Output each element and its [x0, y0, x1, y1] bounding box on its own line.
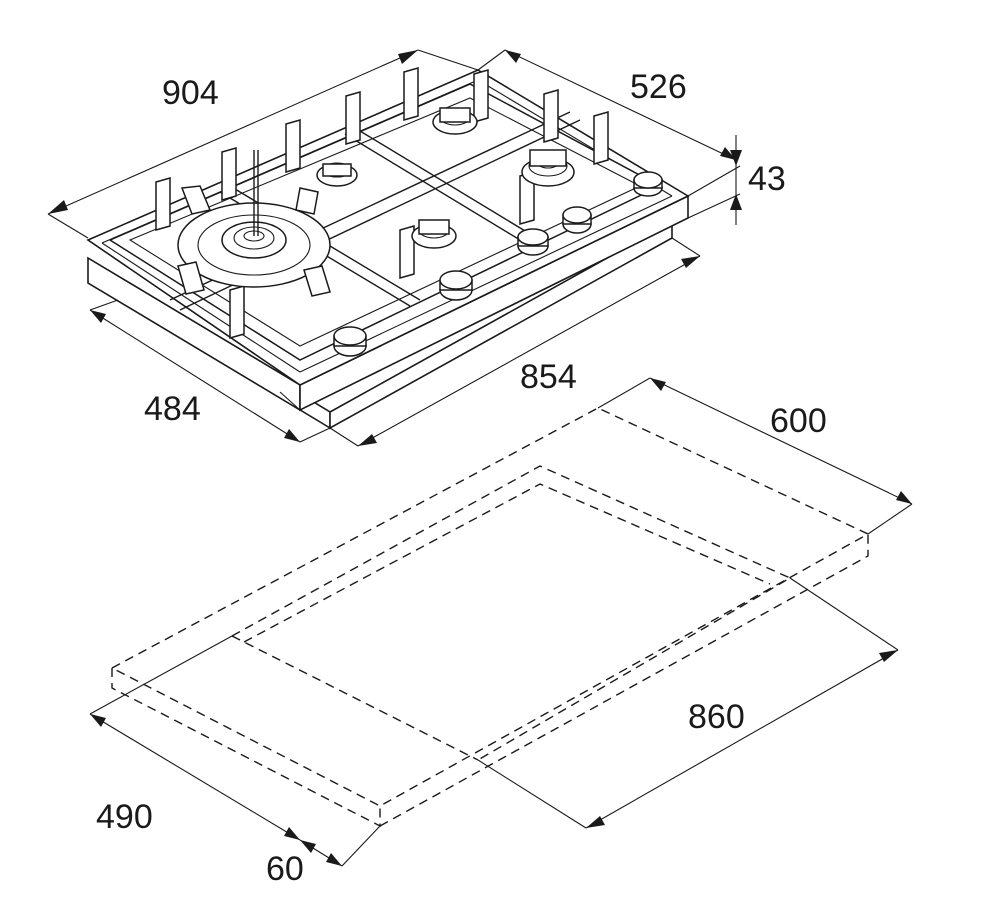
- wok-burner: [177, 150, 331, 297]
- burner-right: [521, 149, 575, 187]
- control-knobs: [333, 171, 663, 357]
- label-860: 860: [688, 698, 745, 736]
- burner-front-center: [411, 219, 457, 249]
- label-526: 526: [630, 68, 687, 106]
- dimension-860: [477, 577, 899, 829]
- burner-back-left: [316, 162, 358, 187]
- cutout-outline: [111, 407, 870, 828]
- dimension-526: [477, 49, 737, 161]
- dimension-904: [47, 49, 479, 239]
- label-600: 600: [770, 402, 827, 440]
- dimension-60: [299, 825, 381, 867]
- knob-4: [562, 206, 592, 234]
- knob-1: [333, 326, 367, 357]
- label-854: 854: [520, 358, 577, 396]
- knob-2: [439, 270, 473, 301]
- dimension-484: [89, 299, 331, 443]
- dimension-490: [89, 635, 301, 841]
- knob-3: [517, 228, 549, 256]
- burner-back-center: [432, 107, 478, 135]
- label-484: 484: [144, 390, 201, 428]
- dimension-43: [687, 135, 742, 225]
- dimension-854: [329, 237, 701, 447]
- dimension-600: [597, 377, 913, 535]
- label-60: 60: [266, 850, 304, 888]
- knob-5: [633, 171, 663, 197]
- label-904: 904: [162, 74, 219, 112]
- label-43: 43: [748, 160, 786, 198]
- label-490: 490: [96, 798, 153, 836]
